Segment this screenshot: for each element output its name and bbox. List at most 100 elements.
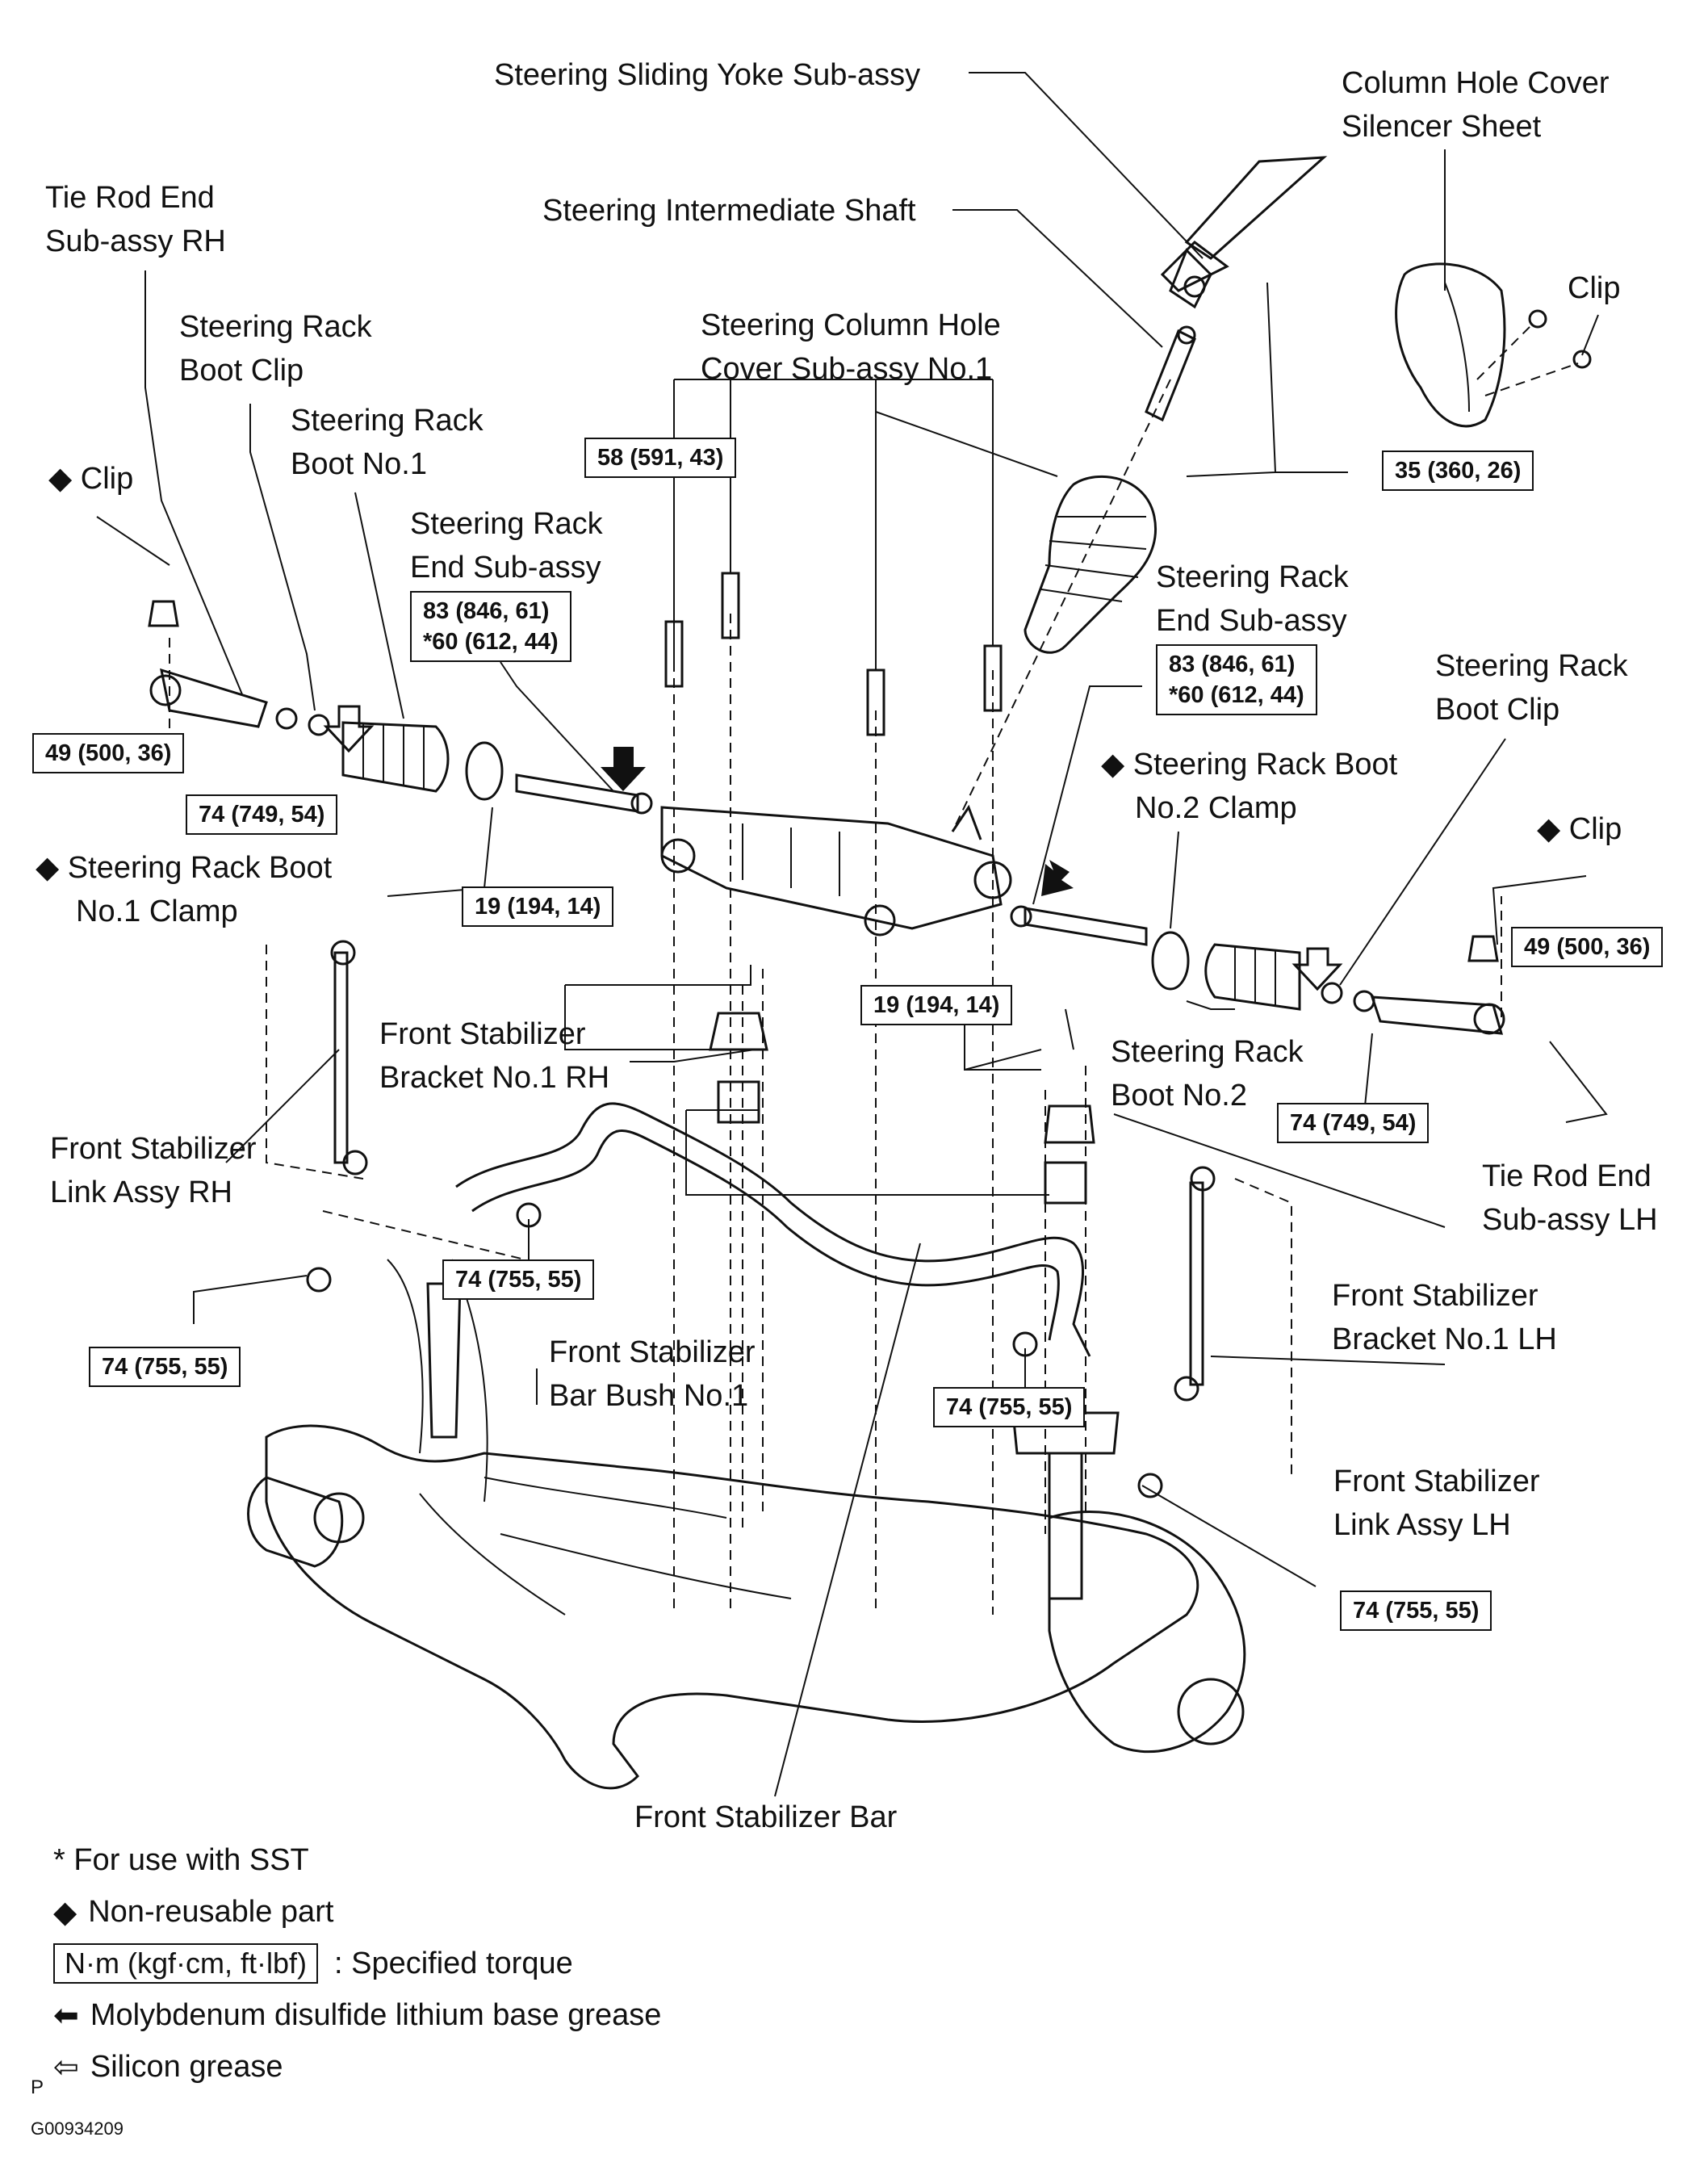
label-text: Steering Rack	[291, 404, 484, 438]
label-text: Clip	[1568, 812, 1622, 846]
label-text: Tie Rod End	[45, 181, 215, 215]
label-tie-rod-rh: Tie Rod End Sub-assy RH	[45, 176, 226, 263]
label-text: Steering Column Hole	[701, 308, 1001, 342]
figure-code: G00934209	[31, 2118, 123, 2139]
legend-non-reusable: ◆ Non-reusable part	[53, 1886, 661, 1938]
torque-value: 74 (755, 55)	[1353, 1598, 1480, 1624]
torque-value: 74 (749, 54)	[199, 802, 325, 828]
label-text: Steering Rack Boot	[67, 851, 333, 885]
label-text: ◆ Clip	[48, 457, 133, 501]
label-clip-top-right: Clip	[1568, 266, 1620, 310]
torque-box-74-755-left: 74 (755, 55)	[89, 1347, 241, 1387]
torque-box-83-left: 83 (846, 61) *60 (612, 44)	[410, 591, 571, 662]
label-stabilizer-bar: Front Stabilizer Bar	[634, 1796, 897, 1839]
non-reusable-icon: ◆	[1101, 748, 1125, 782]
silicon-grease-arrow-icon: ⇦	[53, 2050, 79, 2085]
label-text: Clip	[80, 462, 134, 496]
dashed-guides	[169, 379, 1502, 1615]
torque-value: *60 (612, 44)	[423, 629, 559, 655]
label-text: Steering Rack Boot	[1132, 748, 1398, 782]
legend-sst: * For use with SST	[53, 1834, 661, 1886]
label-boot-no2: Steering Rack Boot No.2	[1111, 1030, 1304, 1117]
label-intermediate-shaft: Steering Intermediate Shaft	[542, 189, 916, 233]
torque-value: 83 (846, 61)	[1169, 652, 1296, 677]
torque-value: 49 (500, 36)	[1524, 934, 1651, 960]
label-text: Boot Clip	[1435, 693, 1560, 727]
label-text: Clip	[1568, 271, 1621, 305]
label-text: Steering Rack	[1156, 560, 1349, 594]
stabilizer-brackets	[709, 1012, 1095, 1205]
boot-no2-right	[1151, 931, 1301, 1011]
torque-box-19-left: 19 (194, 14)	[462, 886, 614, 927]
leader-lines	[96, 72, 1608, 1797]
boot-no1-left	[341, 721, 504, 801]
label-rack-end-right: Steering Rack End Sub-assy	[1156, 555, 1349, 643]
label-text: Cover Sub-assy No.1	[701, 352, 993, 386]
label-text: Steering Sliding Yoke Sub-assy	[494, 58, 921, 92]
torque-value: 58 (591, 43)	[597, 445, 724, 471]
torque-box-74-755-right: 74 (755, 55)	[1340, 1590, 1492, 1631]
label-boot-clip-rh: Steering Rack Boot Clip	[179, 305, 372, 392]
label-text: Silencer Sheet	[1342, 110, 1542, 144]
torque-value: *60 (612, 44)	[1169, 682, 1304, 708]
clips-top-right	[1476, 309, 1592, 396]
label-text: Front Stabilizer	[549, 1335, 756, 1369]
torque-value: 35 (360, 26)	[1395, 458, 1522, 484]
torque-box-49-right: 49 (500, 36)	[1511, 927, 1664, 967]
non-reusable-icon: ◆	[48, 462, 73, 496]
label-column-hole-cover: Steering Column Hole Cover Sub-assy No.1	[701, 304, 1001, 391]
label-text: ◆ Steering Rack Boot	[36, 846, 332, 890]
p-mark-text: P	[31, 2077, 44, 2098]
steering-shaft	[1160, 156, 1328, 292]
torque-box-49-left: 49 (500, 36)	[32, 733, 185, 773]
label-text: Column Hole Cover	[1342, 66, 1610, 100]
label-text: Front Stabilizer	[379, 1017, 586, 1051]
label-boot-clip-lh: Steering Rack Boot Clip	[1435, 644, 1628, 731]
legend-silicon: ⇦ Silicon grease	[53, 2041, 661, 2093]
tie-rod-rh-part	[148, 600, 268, 728]
label-text: Steering Rack	[410, 507, 603, 541]
label-bracket-lh: Front Stabilizer Bracket No.1 LH	[1332, 1274, 1557, 1361]
label-text: ◆ Clip	[1537, 807, 1622, 851]
label-text: Boot Clip	[179, 354, 304, 388]
torque-value: 49 (500, 36)	[45, 740, 172, 766]
p-mark: P	[31, 2077, 44, 2099]
legend-torque: N·m (kgf·cm, ft·lbf) : Specified torque	[53, 1938, 661, 1989]
torque-box-74-755-mid: 74 (755, 55)	[933, 1387, 1086, 1427]
label-bar-bush: Front Stabilizer Bar Bush No.1	[549, 1331, 756, 1418]
torque-value: 74 (755, 55)	[102, 1354, 228, 1380]
label-clip-right: ◆ Clip	[1537, 807, 1622, 851]
torque-value: 83 (846, 61)	[423, 598, 550, 624]
strut-right	[1011, 1411, 1120, 1600]
grease-arrows	[323, 705, 1343, 991]
suspension-member	[247, 1424, 1246, 1790]
legend: * For use with SST ◆ Non-reusable part N…	[53, 1834, 661, 2093]
rack-end-left	[515, 773, 653, 815]
stabilizer-link-lh	[1174, 1166, 1216, 1402]
torque-unit-box: N·m (kgf·cm, ft·lbf)	[53, 1943, 318, 1984]
label-bracket-rh: Front Stabilizer Bracket No.1 RH	[379, 1012, 609, 1100]
label-text: Front Stabilizer	[50, 1132, 257, 1166]
legend-text: Molybdenum disulfide lithium base grease	[90, 1997, 662, 2032]
label-text: Bracket No.1 LH	[1332, 1322, 1557, 1356]
label-text: Front Stabilizer	[1333, 1465, 1540, 1498]
stabilizer-link-rh	[330, 940, 368, 1176]
label-text: Steering Rack	[1435, 649, 1628, 683]
label-text: Sub-assy LH	[1482, 1203, 1658, 1237]
figure-code-text: G00934209	[31, 2118, 123, 2139]
label-text: End Sub-assy	[410, 551, 601, 585]
torque-value: 19 (194, 14)	[475, 894, 601, 920]
label-text: End Sub-assy	[1156, 604, 1347, 638]
label-text: Front Stabilizer	[1332, 1279, 1538, 1313]
non-reusable-icon: ◆	[1537, 812, 1561, 846]
legend-text: Silicon grease	[90, 2049, 283, 2084]
tie-rod-lh-part	[1370, 935, 1505, 1035]
intermediate-shaft-part	[1145, 325, 1196, 422]
legend-text: Non-reusable part	[88, 1894, 334, 1929]
torque-value: 74 (749, 54)	[1290, 1110, 1417, 1136]
label-text: Steering Rack	[179, 310, 372, 344]
label-text: Sub-assy RH	[45, 224, 226, 258]
torque-value: 19 (194, 14)	[873, 992, 1000, 1018]
label-boot-no1-clamp: ◆ Steering Rack Boot No.1 Clamp	[36, 846, 332, 933]
